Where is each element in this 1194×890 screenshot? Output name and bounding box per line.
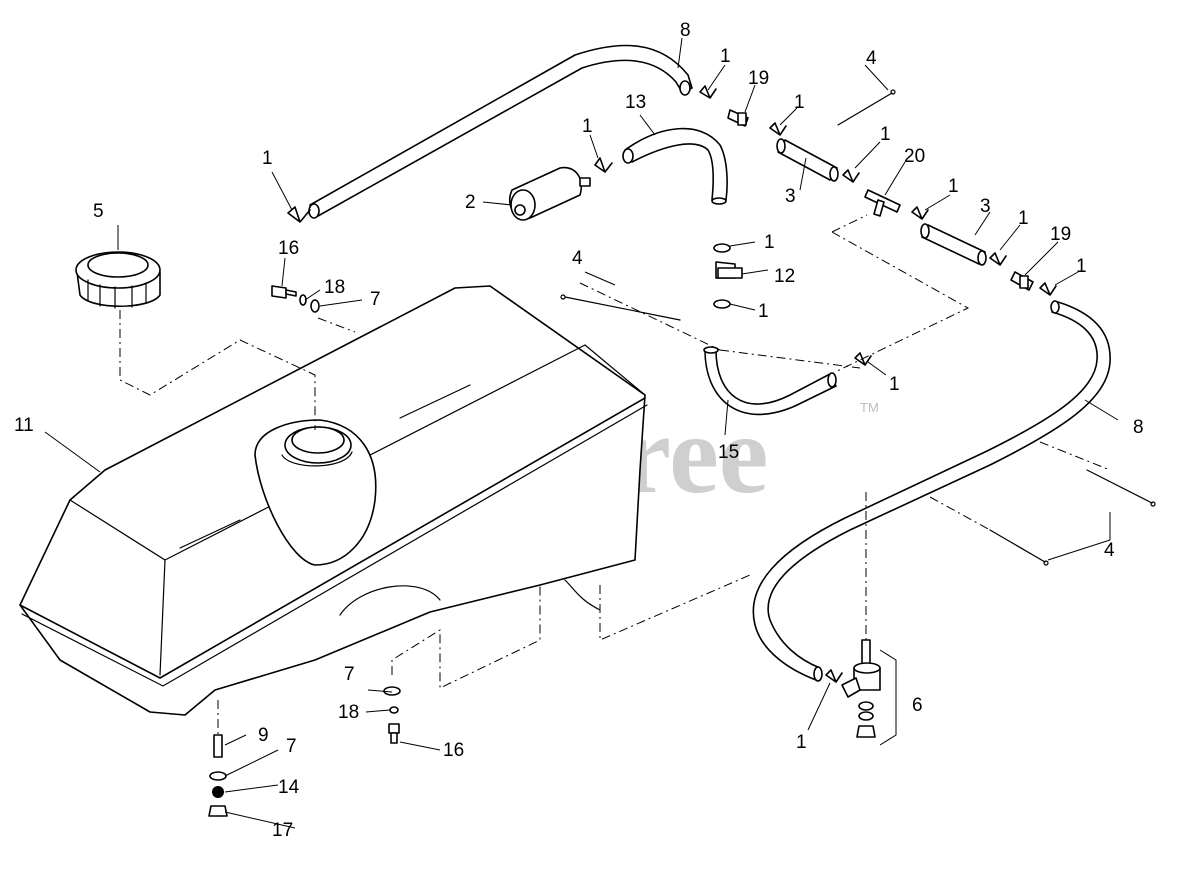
callout-2: 2 (465, 192, 476, 213)
fuel-filter (508, 166, 591, 221)
callout-8: 8 (680, 20, 691, 41)
callout-1: 1 (582, 116, 593, 137)
callout-19: 19 (748, 68, 769, 89)
callout-1: 1 (794, 92, 805, 113)
hose-3-lower (920, 223, 987, 266)
callout-1: 1 (262, 148, 273, 169)
fuel-cap (75, 251, 161, 309)
hose-15 (703, 346, 837, 416)
callout-5: 5 (93, 201, 104, 222)
callout-6: 6 (912, 695, 923, 716)
watermark-tm: TM (860, 400, 879, 415)
callout-18: 18 (338, 702, 359, 723)
cable-tie-4 (560, 89, 1156, 566)
callout-1: 1 (758, 301, 769, 322)
callout-13: 13 (625, 92, 646, 113)
fuel-line-upper (308, 44, 693, 219)
tee-fitting-20 (864, 189, 901, 217)
fitting-19-upper (727, 109, 749, 127)
callout-7: 7 (344, 664, 355, 685)
hardware-bolts (208, 285, 401, 817)
callout-1: 1 (1076, 256, 1087, 277)
callout-4: 4 (1104, 540, 1115, 561)
callout-11: 11 (14, 415, 34, 436)
callout-20: 20 (904, 146, 925, 167)
callout-1: 1 (880, 124, 891, 145)
callout-8: 8 (1133, 417, 1144, 438)
callout-19: 19 (1050, 224, 1071, 245)
callout-17: 17 (272, 820, 293, 841)
hose-clamps (287, 85, 1057, 683)
callout-1: 1 (1018, 208, 1029, 229)
hose-3-upper (776, 138, 839, 182)
callout-18: 18 (324, 277, 345, 298)
callout-1: 1 (764, 232, 775, 253)
fitting-19-lower (1010, 271, 1034, 291)
callout-7: 7 (286, 736, 297, 757)
callout-4: 4 (572, 248, 583, 269)
callout-1: 1 (948, 176, 959, 197)
callout-4: 4 (866, 48, 877, 69)
callout-16: 16 (278, 238, 299, 259)
callout-1: 1 (720, 46, 731, 67)
callout-12: 12 (774, 266, 795, 287)
callout-15: 15 (718, 442, 739, 463)
fuel-line-lower (752, 300, 1111, 682)
shutoff-valve (841, 639, 881, 738)
callout-9: 9 (258, 725, 269, 746)
callout-14: 14 (278, 777, 300, 798)
callout-1: 1 (889, 374, 900, 395)
callout-1: 1 (796, 732, 807, 753)
inline-valve (713, 243, 743, 309)
callout-3: 3 (980, 196, 991, 217)
callout-16: 16 (443, 740, 464, 761)
fuel-tank (19, 285, 648, 716)
callout-3: 3 (785, 186, 796, 207)
hose-13 (622, 127, 728, 205)
callout-7: 7 (370, 289, 381, 310)
